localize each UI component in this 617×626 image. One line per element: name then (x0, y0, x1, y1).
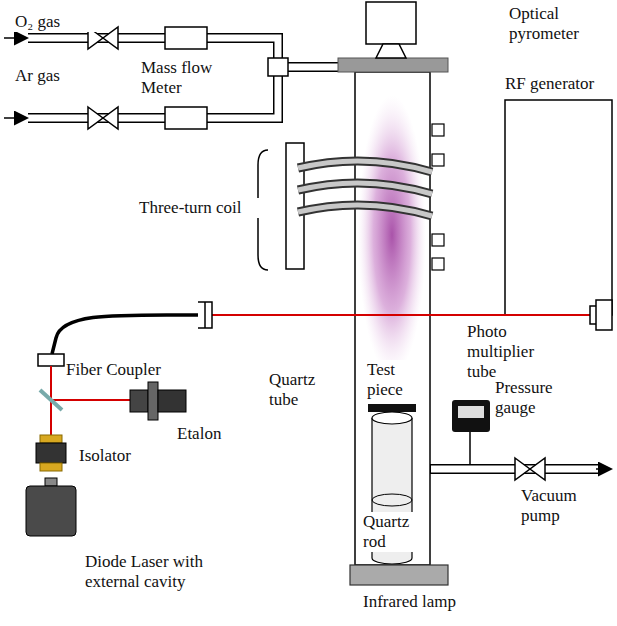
pyrometer-body (366, 2, 416, 44)
coil-holder (286, 143, 304, 269)
pyrometer-lens (376, 44, 406, 58)
part-label: Three-turn coil (138, 198, 264, 218)
fiber-collimator (198, 302, 212, 328)
rf-terminal (432, 124, 444, 136)
coil-turn-outline (298, 161, 432, 216)
etalon-body (158, 390, 186, 412)
part-label: Etalon (176, 424, 248, 444)
photomultiplier (590, 300, 612, 330)
mass-flow-meter (165, 107, 207, 129)
isolator-ring (40, 463, 62, 471)
part-label: Test piece (366, 360, 418, 400)
part-label: Pressure gauge (494, 378, 568, 418)
top-flange (338, 58, 448, 72)
gas-pipes (4, 27, 340, 129)
isolator-ring (40, 435, 62, 443)
quartz-rod-top (372, 412, 412, 424)
part-label: Ar gas (14, 66, 96, 86)
diode-laser (26, 486, 76, 536)
optical-fiber (52, 315, 198, 354)
part-label: Infrared lamp (362, 592, 484, 612)
part-label: Photo multiplier tube (466, 322, 548, 382)
part-label: O₂ gas (14, 12, 96, 32)
part-label: RF generator (504, 74, 613, 94)
valve (88, 107, 118, 129)
laser-aperture (45, 478, 57, 486)
etalon-plate (130, 390, 148, 412)
coil (298, 161, 432, 216)
laser-beam (51, 399, 130, 401)
etalon-plate (148, 382, 158, 420)
part-label: Vacuum pump (520, 486, 594, 526)
laser-beam (212, 314, 596, 316)
outlet-arrow (596, 468, 610, 470)
gauge-stem (469, 432, 471, 465)
part-label: Quartz tube (268, 370, 330, 410)
part-label: Fiber Coupler (65, 360, 197, 380)
beam-splitter (40, 390, 62, 410)
t-junction (268, 58, 288, 76)
rf-terminal (432, 258, 444, 270)
part-label: Isolator (78, 446, 160, 466)
part-label: Mass flow Meter (140, 58, 220, 98)
test-piece (368, 404, 416, 412)
mass-flow-meter (165, 27, 207, 49)
rf-terminal (432, 154, 444, 166)
inlet-arrow (4, 117, 26, 119)
plasma (358, 95, 426, 375)
part-label: Quartz rod (362, 512, 422, 552)
quartz-rod-ring (372, 494, 412, 506)
infrared-lamp (350, 565, 448, 585)
part-label: Optical pyrometer (508, 4, 600, 44)
gauge-display (458, 406, 484, 418)
quartz-tube (355, 72, 430, 565)
fiber-coupler (38, 354, 64, 366)
rf-generator-box (505, 100, 612, 315)
rf-terminal (432, 234, 444, 246)
isolator-body (36, 443, 66, 463)
coil-turn (298, 161, 432, 216)
inlet-arrow (4, 37, 26, 39)
valve (515, 458, 545, 480)
pressure-gauge (452, 400, 490, 432)
part-label: Diode Laser with external cavity (84, 552, 224, 592)
